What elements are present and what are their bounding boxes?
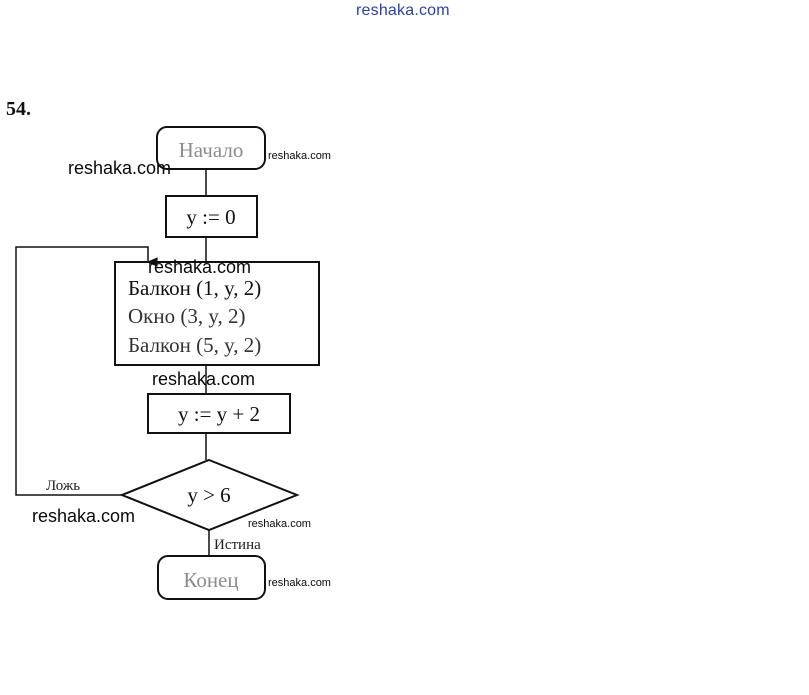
step-label: y := y + 2 — [178, 402, 260, 426]
watermark: reshaka.com — [248, 518, 311, 530]
init-box — [165, 195, 258, 238]
body-line-2: Окно (3, y, 2) — [128, 304, 245, 328]
condition-label: y > 6 — [187, 483, 230, 507]
start-label: Начало — [179, 138, 244, 162]
start-terminal — [156, 126, 266, 170]
true-label: Истина — [214, 537, 261, 553]
loop-back-connector — [15, 246, 158, 496]
body-line-3: Балкон (5, y, 2) — [128, 333, 261, 357]
watermark: reshaka.com — [268, 577, 331, 589]
step-box — [147, 393, 291, 434]
body-line-1: Балкон (1, y, 2) — [128, 276, 261, 300]
site-link[interactable]: reshaka.com — [356, 2, 450, 19]
watermark: reshaka.com — [32, 506, 135, 526]
watermark: reshaka.com — [148, 257, 251, 277]
false-label: Ложь — [46, 478, 80, 494]
body-box — [114, 261, 320, 366]
watermark: reshaka.com — [68, 158, 171, 178]
end-label: Конец — [183, 568, 238, 592]
watermark: reshaka.com — [152, 369, 255, 389]
init-label: y := 0 — [186, 205, 235, 229]
watermark: reshaka.com — [268, 150, 331, 162]
end-terminal — [157, 555, 266, 600]
problem-number: 54. — [6, 98, 31, 120]
